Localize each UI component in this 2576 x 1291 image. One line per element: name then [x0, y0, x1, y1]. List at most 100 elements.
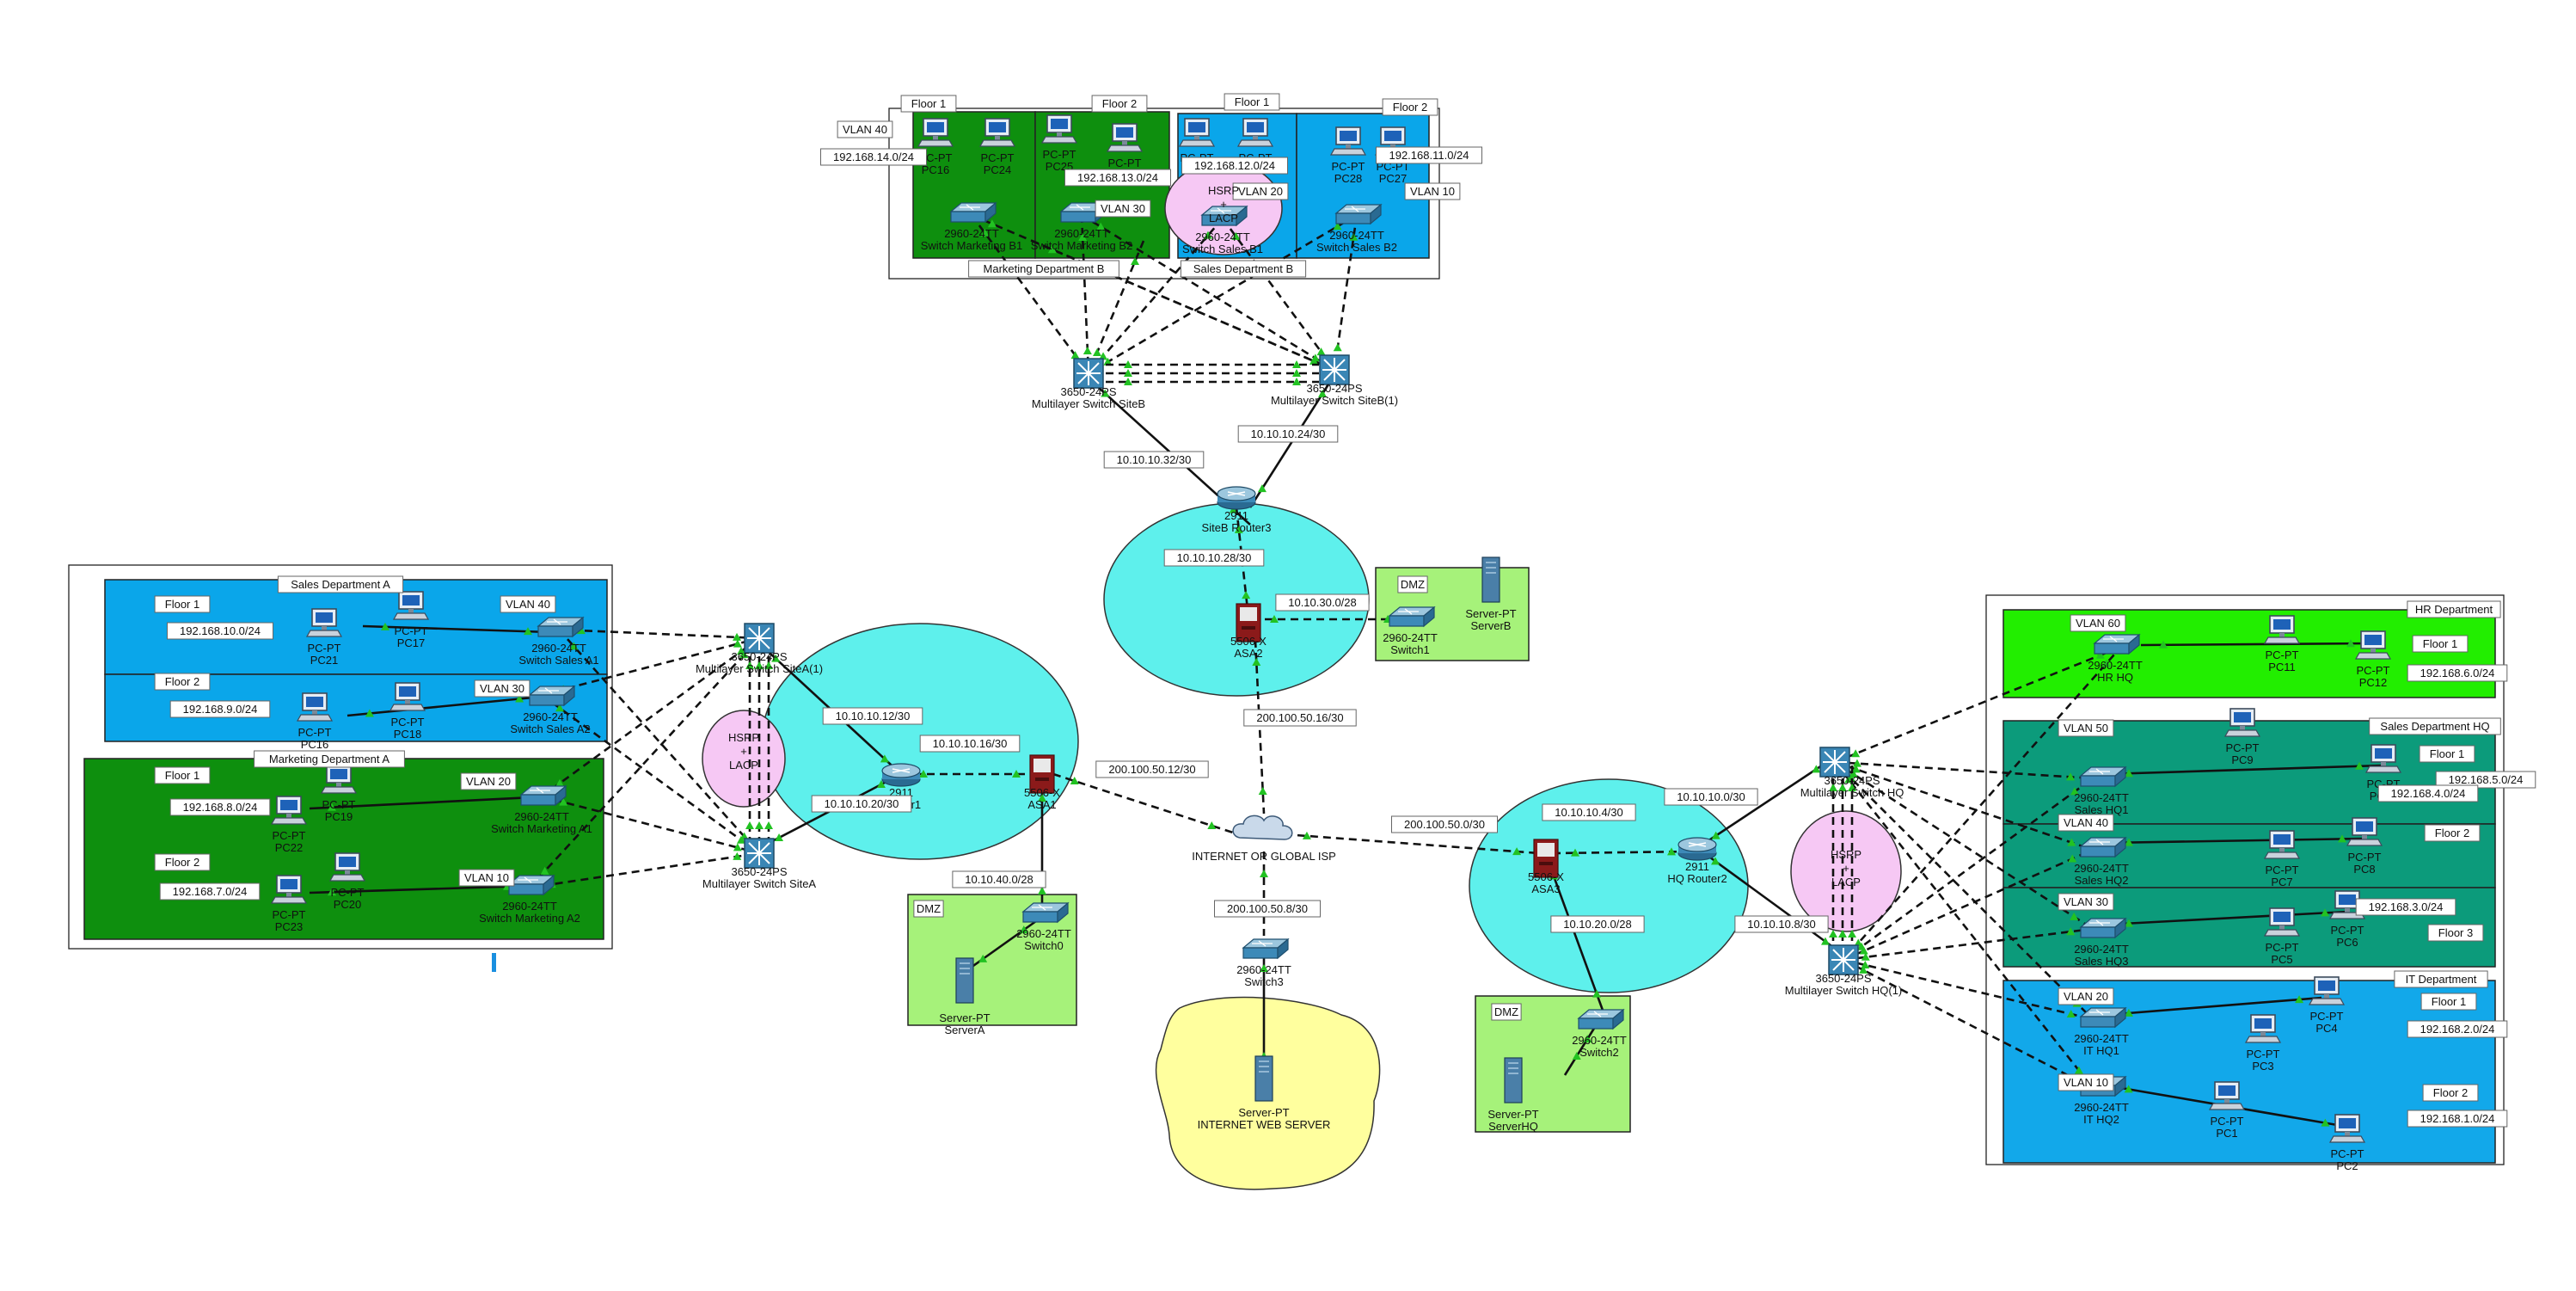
- link-label-l12-box: [1391, 815, 1498, 833]
- floor-b4: Floor 2: [1382, 98, 1438, 116]
- subnet-it1: 192.168.2.0/24: [2407, 1020, 2508, 1038]
- link-label-l1-box: [1103, 451, 1205, 469]
- internet-isp-cloud-icon: [1232, 815, 1293, 840]
- link-label-l13-text: 10.10.10.4/30: [1555, 806, 1623, 819]
- link-mb1-msb: [970, 214, 1090, 374]
- hsrp-hq-line-2: LACP: [1831, 876, 1861, 888]
- switch-marketing-a2-icon: [508, 875, 555, 895]
- link-r1-asa1-port-1: [1012, 770, 1021, 778]
- pc29-icon: [1179, 118, 1215, 147]
- link-isp-asa3-port-1: [1512, 847, 1522, 856]
- floor-b3-box: [1224, 93, 1280, 111]
- subnet-sb2-box: [1376, 146, 1482, 164]
- subnet-hq1: 192.168.5.0/24: [2435, 771, 2536, 789]
- pc16-a-icon: [297, 692, 333, 722]
- hr-hq-switch-label-0: 2960-24TT: [2088, 659, 2143, 672]
- subnet-hr-box: [2407, 664, 2508, 682]
- vlan-sa2-box: [474, 679, 531, 698]
- link-label-l10-text: 10.10.40.0/28: [965, 873, 1033, 886]
- link-asa2-isp-port-1: [1258, 787, 1267, 796]
- pc27-label-1: PC27: [1379, 172, 1408, 185]
- server-a-label-1: ServerA: [945, 1024, 985, 1036]
- multilayer-switch-hq-icon: [1819, 747, 1850, 778]
- floor-b4-text: Floor 2: [1393, 101, 1427, 114]
- hq-router2-label-1: HQ Router2: [1667, 872, 1727, 885]
- vlan-hq1: VLAN 50: [2058, 719, 2114, 737]
- link-hq3-msh1-port-0: [1861, 952, 1870, 961]
- link-sa2-pcs-port-1: [365, 709, 374, 717]
- vlan-it1: VLAN 20: [2058, 987, 2114, 1005]
- pc23-label-1: PC23: [275, 920, 304, 933]
- sales-hq1-switch-icon: [2080, 766, 2126, 787]
- sales-hq2-switch-label-1: Sales HQ2: [2075, 874, 2129, 887]
- title-it: IT Department: [2394, 970, 2488, 988]
- switch3-label-1: Switch3: [1244, 975, 1284, 988]
- pc20-icon: [329, 852, 365, 882]
- title-dmz-hq-text: DMZ: [1494, 1005, 1518, 1018]
- floor-b4-box: [1382, 98, 1438, 116]
- link-hq1-msh1-port-1: [2070, 787, 2079, 796]
- vlan-hq2: VLAN 40: [2058, 814, 2114, 832]
- pc28-icon: [1330, 126, 1366, 156]
- link-label-l11-text: 200.100.50.8/30: [1227, 902, 1308, 915]
- internet-isp-cloud[interactable]: INTERNET OR GLOBAL ISP: [1192, 815, 1336, 863]
- switch3-icon: [1242, 938, 1289, 959]
- subnet-it1-text: 192.168.2.0/24: [2420, 1023, 2495, 1036]
